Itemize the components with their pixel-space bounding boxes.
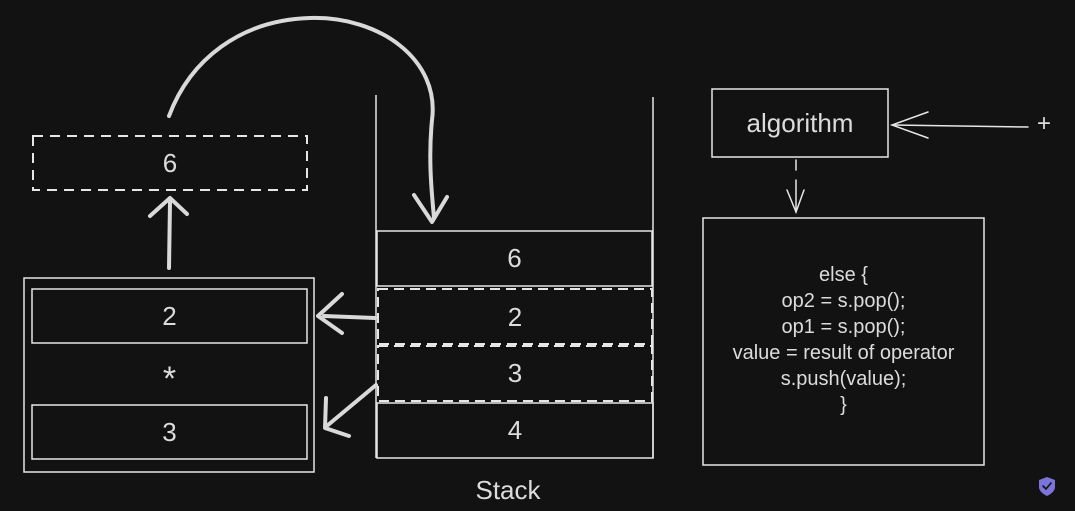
result-box [32, 135, 308, 191]
shield-icon [1039, 477, 1055, 496]
operator-symbol: * [162, 360, 177, 398]
code-line: } [840, 394, 847, 416]
stack-item-3: 3 [507, 358, 523, 388]
stack-item-top: 6 [507, 243, 522, 273]
stack-cell-2 [377, 288, 653, 345]
stack-cell-6 [376, 230, 653, 287]
result-value: 6 [162, 148, 178, 178]
op1-box [31, 404, 308, 460]
code-line: op2 = s.pop(); [781, 290, 906, 312]
stack-cell-4 [376, 402, 654, 459]
code-line: else { [819, 264, 868, 286]
op2-box [31, 288, 308, 344]
result-up-arrow [148, 196, 189, 270]
stack-item-bottom: 4 [507, 415, 523, 445]
algorithm-box [711, 88, 889, 158]
code-line: s.push(value); [780, 368, 907, 390]
pop-op1-arrow [323, 383, 378, 438]
stack-item-2: 2 [507, 302, 523, 332]
op2-value: 2 [162, 301, 177, 331]
algorithm-to-code-arrow [786, 159, 805, 215]
push-curve-arrow [167, 15, 449, 224]
algorithm-title: algorithm [746, 108, 854, 138]
operands-container [23, 277, 315, 473]
stack-label: Stack [475, 475, 541, 505]
code-line: value = result of operator [732, 342, 955, 364]
code-line: op1 = s.pop(); [781, 316, 906, 338]
stack-cell-3 [377, 345, 653, 402]
op1-value: 3 [162, 417, 177, 447]
input-symbol: + [1036, 110, 1051, 137]
pop-op2-arrow [316, 292, 377, 335]
code-block: else { op2 = s.pop(); op1 = s.pop(); val… [703, 262, 984, 418]
code-box [702, 217, 985, 466]
input-arrow [889, 111, 1029, 139]
